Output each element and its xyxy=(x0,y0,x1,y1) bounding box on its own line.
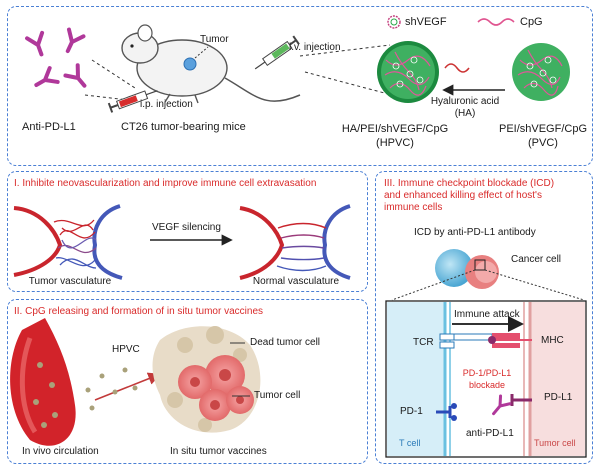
tumor-cluster-drawing xyxy=(152,326,261,433)
tumor-cell-label: Tumor cell xyxy=(254,390,301,401)
iv-injection-label: i.v. injection xyxy=(289,42,341,53)
normal-vasculature-drawing xyxy=(239,204,351,280)
pd1-label: PD-1 xyxy=(400,406,423,417)
tumor-label: Tumor xyxy=(200,34,229,45)
hpvc-label: HPVC xyxy=(112,344,140,355)
syringe-iv-icon xyxy=(254,35,300,70)
top-panel xyxy=(7,6,593,166)
anti-pd-l1-label: Anti-PD-L1 xyxy=(22,121,76,133)
cancer-cell-label: Cancer cell xyxy=(511,254,562,265)
ha-label-line2: (HA) xyxy=(454,108,476,119)
mouse-icon xyxy=(121,24,301,104)
hpvc-nanoparticle xyxy=(377,41,439,103)
ha-label-line1: Hyaluronic acid xyxy=(430,96,500,107)
mice-label: CT26 tumor-bearing mice xyxy=(121,121,246,133)
in-situ-caption: In situ tumor vaccines xyxy=(170,446,267,457)
shvegf-legend-label: shVEGF xyxy=(405,16,447,28)
tumor-cell-region-label: Tumor cell xyxy=(534,438,576,448)
blockade-label-line1: PD-1/PD-L1 xyxy=(462,368,512,378)
dead-tumor-cell-label: Dead tumor cell xyxy=(250,337,321,348)
ha-polymer-icon xyxy=(444,63,470,73)
antibody-icons xyxy=(25,27,87,88)
shvegf-legend-icon xyxy=(387,15,401,29)
panel3-title-line3: immune cells xyxy=(384,202,443,213)
panel2-title: II. CpG releasing and formation of in si… xyxy=(14,306,264,317)
tcr-label: TCR xyxy=(413,337,434,348)
blockade-label-line2: blockade xyxy=(468,380,506,390)
synapse-detail xyxy=(385,300,587,458)
immune-attack-label: Immune attack xyxy=(454,309,520,320)
icd-label: ICD by anti-PD-L1 antibody xyxy=(414,227,536,238)
cpg-legend-label: CpG xyxy=(520,16,543,28)
mhc-label: MHC xyxy=(541,335,564,346)
pdl1-label: PD-L1 xyxy=(544,392,573,403)
hpvc-label-line1: HA/PEI/shVEGF/CpG xyxy=(341,123,449,135)
ip-injection-label: i.p. injection xyxy=(140,99,193,110)
pvc-label-line1: PEI/shVEGF/CpG xyxy=(498,123,588,135)
anti-pdl1-label: anti-PD-L1 xyxy=(466,428,514,439)
hpvc-label-line2: (HPVC) xyxy=(376,137,414,149)
syringe-ip-icon xyxy=(107,90,158,113)
panel1-title: I. Inhibite neovascularization and impro… xyxy=(14,178,317,189)
panel3-title-line2: and enhanced killing effect of host's xyxy=(384,190,542,201)
tumor-vasculature-caption: Tumor vasculature xyxy=(28,276,112,287)
blood-vessel-drawing xyxy=(10,318,76,446)
panel3-title-line1: III. Immune checkpoint blockade (ICD) xyxy=(384,178,555,189)
cell-interaction-icon xyxy=(435,249,499,289)
t-cell-label: T cell xyxy=(399,438,421,448)
tumor-vasculature-drawing xyxy=(13,204,123,280)
normal-vasculature-caption: Normal vasculature xyxy=(252,276,340,287)
cpg-legend-icon xyxy=(477,18,515,26)
vegf-silencing-label: VEGF silencing xyxy=(152,222,221,233)
pvc-label-line2: (PVC) xyxy=(528,137,558,149)
pvc-nanoparticle xyxy=(512,43,570,101)
in-vivo-caption: In vivo circulation xyxy=(22,446,99,457)
panel-neovascularization xyxy=(7,171,368,292)
panel-tumor-vaccines xyxy=(7,299,368,464)
panel-immune-checkpoint xyxy=(375,171,593,464)
